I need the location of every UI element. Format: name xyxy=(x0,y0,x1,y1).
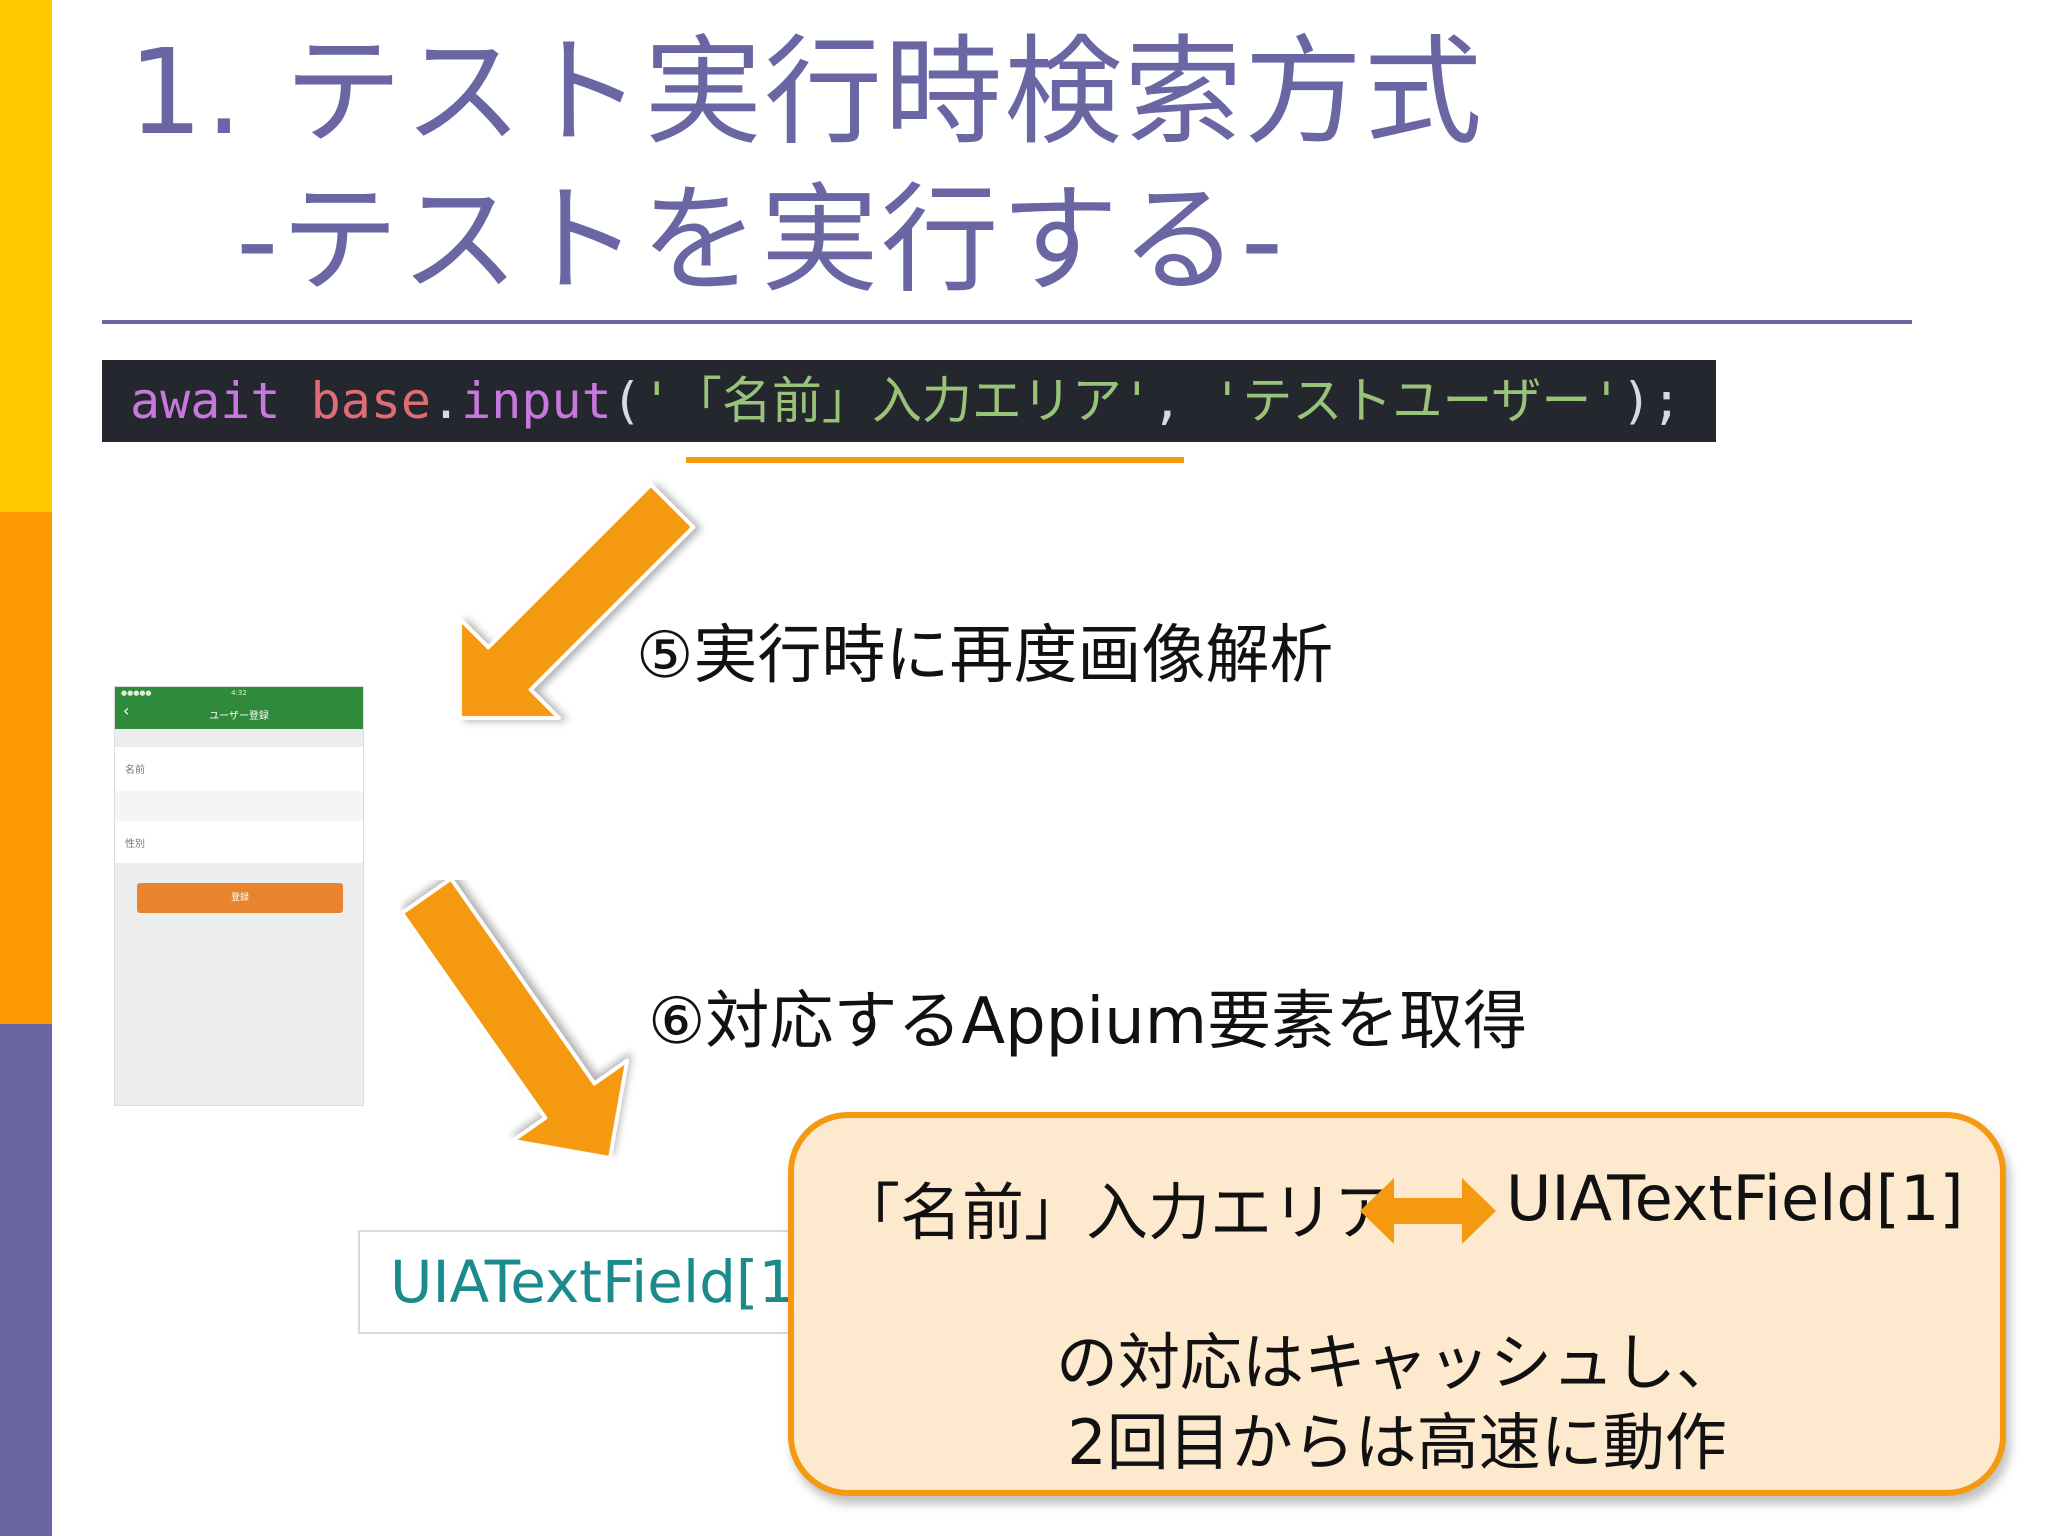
slide-subtitle: -テストを実行する- xyxy=(236,171,1286,309)
phone-name-input[interactable] xyxy=(115,791,363,821)
double-arrow-icon xyxy=(1360,1178,1496,1244)
chevron-left-icon[interactable]: ‹ xyxy=(123,701,130,720)
code-highlight-underline xyxy=(686,457,1184,463)
note-source-label: 「名前」入力エリア xyxy=(838,1176,1397,1249)
phone-gender-row: 性別 xyxy=(115,821,363,863)
phone-title: ユーザー登録 xyxy=(209,711,269,722)
code-snippet: await base.input('「名前」入力エリア', 'テストユーザー')… xyxy=(102,360,1716,442)
note-line2: の対応はキャッシュし、 xyxy=(1055,1326,1738,1399)
result-element-box: UIATextField[1 xyxy=(358,1230,798,1334)
code-keyword: await xyxy=(130,372,281,430)
arrow-down-left-icon xyxy=(458,482,696,720)
phone-screenshot: ●●●●● 4:32 ‹ ユーザー登録 名前 性別 登録 xyxy=(114,686,364,1106)
code-dot: . xyxy=(431,372,462,430)
note-line3: 2回目からは高速に動作 xyxy=(1067,1406,1727,1479)
cache-note-callout: 「名前」入力エリア UIATextField[1] の対応はキャッシュし、 2回… xyxy=(788,1112,2006,1496)
code-comma: , xyxy=(1152,372,1213,430)
step6-label: ⑥対応するAppium要素を取得 xyxy=(648,985,1528,1059)
note-target-label: UIATextField[1] xyxy=(1506,1162,1964,1235)
side-bar-yellow xyxy=(0,0,52,512)
code-arg1: '「名前」入力エリア' xyxy=(641,372,1152,430)
title-divider xyxy=(102,320,1912,324)
step5-label: ⑤実行時に再度画像解析 xyxy=(636,619,1334,693)
slide-title: 1. テスト実行時検索方式 xyxy=(128,23,1485,161)
side-color-bar xyxy=(0,0,52,1536)
phone-gender-label: 性別 xyxy=(125,839,145,850)
code-object: base xyxy=(310,372,432,430)
side-bar-purple xyxy=(0,1024,52,1536)
phone-register-button[interactable]: 登録 xyxy=(137,883,343,913)
phone-signal: ●●●●● xyxy=(121,689,152,697)
code-open-paren: ( xyxy=(611,372,642,430)
result-element-text: UIATextField[1 xyxy=(390,1248,796,1316)
phone-name-label: 名前 xyxy=(125,765,145,776)
arrow-down-right-icon xyxy=(400,880,630,1160)
phone-nav-bar: ●●●●● 4:32 ‹ ユーザー登録 xyxy=(115,687,363,729)
phone-name-row: 名前 xyxy=(115,747,363,791)
side-bar-orange xyxy=(0,512,52,1024)
code-method: input xyxy=(461,372,612,430)
code-close: ); xyxy=(1621,372,1682,430)
phone-time: 4:32 xyxy=(231,689,247,697)
code-arg2: 'テストユーザー' xyxy=(1212,372,1622,430)
